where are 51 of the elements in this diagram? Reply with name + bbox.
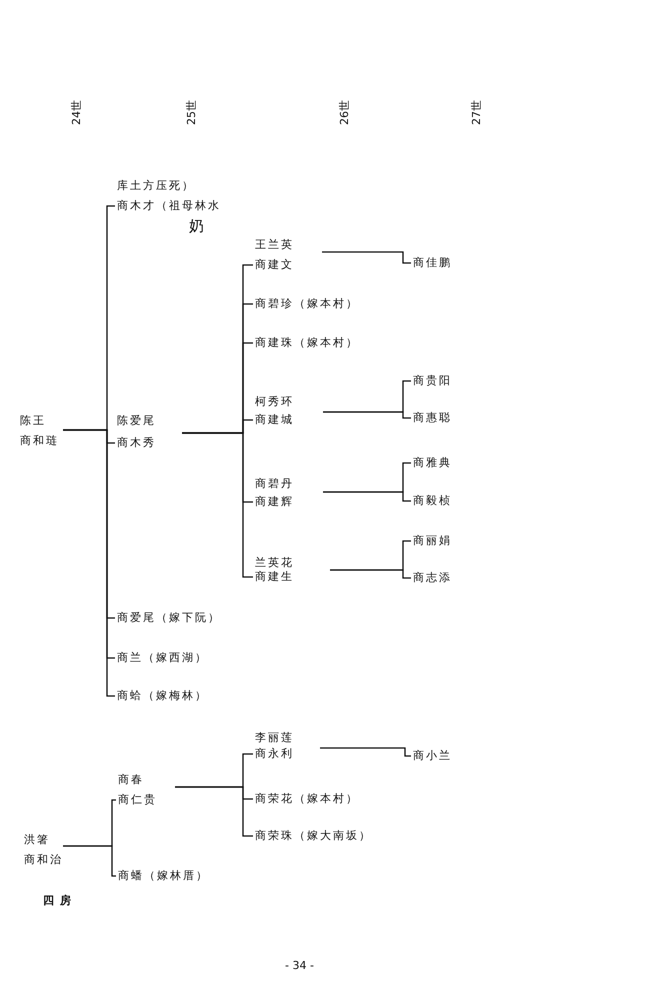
tree-connector — [175, 786, 253, 837]
name-label: 王兰英 — [255, 237, 294, 253]
name-label: 商春 — [118, 772, 144, 788]
tree-connector — [330, 569, 411, 579]
name-label: 商建文 — [255, 257, 294, 273]
name-label: 商碧丹 — [255, 476, 294, 492]
tree-connector — [63, 845, 116, 877]
name-label: 洪箸 — [24, 832, 50, 848]
tree-connector — [323, 491, 411, 502]
name-label: 商雅典 — [413, 455, 452, 471]
tree-connector — [323, 411, 411, 419]
name-label: 柯秀环 — [255, 394, 294, 410]
generation-label: 26世 — [337, 100, 352, 125]
name-label: 陈王 — [20, 413, 46, 429]
name-label: 商建辉 — [255, 494, 294, 510]
name-label: 商佳鹏 — [413, 255, 452, 271]
name-label: 商小兰 — [413, 748, 452, 764]
name-label: 商仁贵 — [118, 792, 157, 808]
name-label: 商荣珠（嫁大南坂） — [255, 828, 372, 844]
name-label: 商志添 — [413, 570, 452, 586]
page-number: - 34 - — [285, 959, 314, 972]
name-label: 商爱尾（嫁下阮） — [117, 610, 221, 626]
name-label: 商贵阳 — [413, 373, 452, 389]
name-label: 商木秀 — [117, 435, 156, 451]
name-label: 商惠聪 — [413, 410, 452, 426]
name-label: 商碧珍（嫁本村） — [255, 296, 359, 312]
tree-connector — [320, 747, 411, 757]
generation-label: 25世 — [184, 100, 199, 125]
name-label: 陈爱尾 — [117, 413, 156, 429]
tree-connector — [322, 251, 411, 264]
name-label: 李丽莲 — [255, 730, 294, 746]
name-label: 商蟠（嫁林厝） — [118, 868, 209, 884]
name-label: 商建城 — [255, 412, 294, 428]
branch-label: 四房 — [43, 893, 77, 908]
name-label: 商荣花（嫁本村） — [255, 791, 359, 807]
name-label: 商丽娟 — [413, 533, 452, 549]
name-label: 商木才（祖母林水 — [117, 198, 221, 214]
name-label: 商永利 — [255, 746, 294, 762]
generation-label: 27世 — [469, 100, 484, 125]
name-label: 商兰（嫁西湖） — [117, 650, 208, 666]
name-label: 商建珠（嫁本村） — [255, 335, 359, 351]
tree-connector — [182, 432, 253, 578]
name-label: 商和琏 — [20, 433, 59, 449]
name-label: 商蛤（嫁梅林） — [117, 688, 208, 704]
generation-label: 24世 — [69, 100, 84, 125]
name-label: 商和治 — [24, 852, 63, 868]
name-label: 库土方压死） — [117, 178, 195, 194]
name-label: 商毅桢 — [413, 493, 452, 509]
name-label: 商建生 — [255, 570, 294, 584]
name-label: 奶 — [188, 216, 206, 236]
name-label: 兰英花 — [255, 556, 294, 570]
